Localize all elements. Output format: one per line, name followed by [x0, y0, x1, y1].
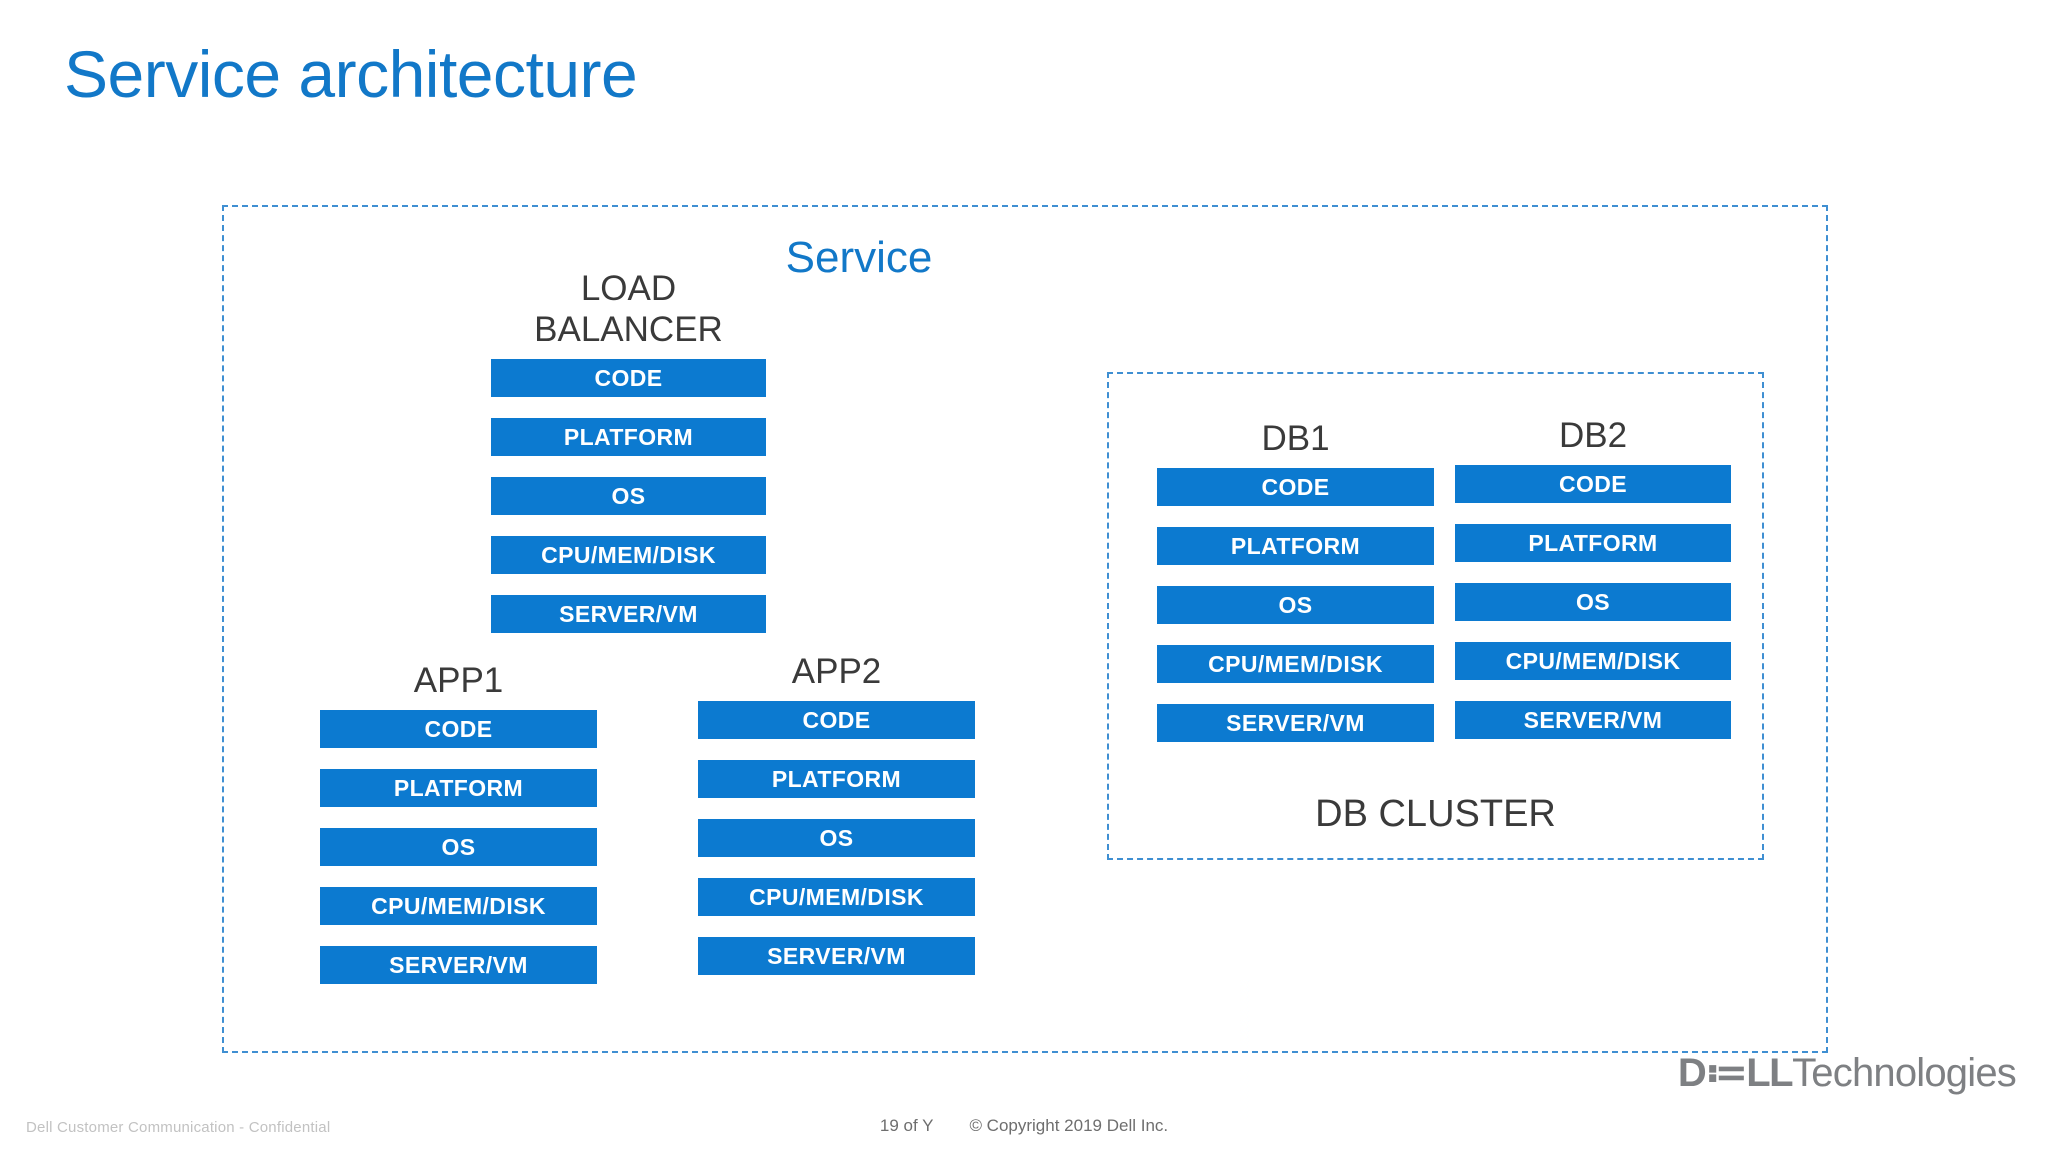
technologies-wordmark: Technologies [1792, 1051, 2017, 1095]
db-cluster-container: DB CLUSTER [1107, 372, 1764, 860]
layer-code: CODE [491, 359, 766, 397]
stack-app2: APP2 CODE PLATFORM OS CPU/MEM/DISK SERVE… [698, 651, 975, 975]
layer-os: OS [1455, 583, 1731, 621]
layer-server-vm: SERVER/VM [698, 937, 975, 975]
layer-cpu-mem-disk: CPU/MEM/DISK [491, 536, 766, 574]
layer-code: CODE [1157, 468, 1434, 506]
footer-page-number: 19 of Y [879, 1116, 934, 1135]
footer-center-group: 19 of Y © Copyright 2019 Dell Inc. [0, 1116, 2048, 1136]
footer-confidentiality-notice: Dell Customer Communication - Confidenti… [26, 1119, 331, 1136]
layer-cpu-mem-disk: CPU/MEM/DISK [698, 878, 975, 916]
stack-app1: APP1 CODE PLATFORM OS CPU/MEM/DISK SERVE… [320, 660, 597, 984]
layer-platform: PLATFORM [320, 769, 597, 807]
stack-title-load-balancer: LOAD BALANCER [534, 269, 723, 349]
layer-code: CODE [698, 701, 975, 739]
layer-code: CODE [1455, 465, 1731, 503]
stack-title-app2: APP2 [791, 652, 882, 691]
footer-copyright: © Copyright 2019 Dell Inc. [969, 1116, 1169, 1135]
layer-server-vm: SERVER/VM [320, 946, 597, 984]
layer-server-vm: SERVER/VM [1455, 701, 1731, 739]
layer-platform: PLATFORM [1157, 527, 1434, 565]
layer-os: OS [698, 819, 975, 857]
layer-os: OS [491, 477, 766, 515]
layer-cpu-mem-disk: CPU/MEM/DISK [1157, 645, 1434, 683]
layer-platform: PLATFORM [1455, 524, 1731, 562]
stack-title-db2: DB2 [1558, 416, 1628, 455]
stack-db2: DB2 CODE PLATFORM OS CPU/MEM/DISK SERVER… [1455, 415, 1731, 739]
layer-code: CODE [320, 710, 597, 748]
layer-cpu-mem-disk: CPU/MEM/DISK [1455, 642, 1731, 680]
layer-os: OS [1157, 586, 1434, 624]
dell-wordmark: D≔LL [1677, 1051, 1794, 1095]
stack-db1: DB1 CODE PLATFORM OS CPU/MEM/DISK SERVER… [1157, 418, 1434, 742]
page-title: Service architecture [64, 37, 638, 111]
service-container-label: Service [785, 233, 933, 282]
layer-platform: PLATFORM [491, 418, 766, 456]
service-container: Service [222, 205, 1828, 1053]
db-cluster-label: DB CLUSTER [1315, 793, 1556, 835]
layer-platform: PLATFORM [698, 760, 975, 798]
stack-load-balancer: LOAD BALANCER CODE PLATFORM OS CPU/MEM/D… [491, 268, 766, 633]
layer-os: OS [320, 828, 597, 866]
stack-title-app1: APP1 [413, 661, 504, 700]
stack-title-db1: DB1 [1261, 419, 1330, 458]
layer-server-vm: SERVER/VM [491, 595, 766, 633]
layer-cpu-mem-disk: CPU/MEM/DISK [320, 887, 597, 925]
layer-server-vm: SERVER/VM [1157, 704, 1434, 742]
